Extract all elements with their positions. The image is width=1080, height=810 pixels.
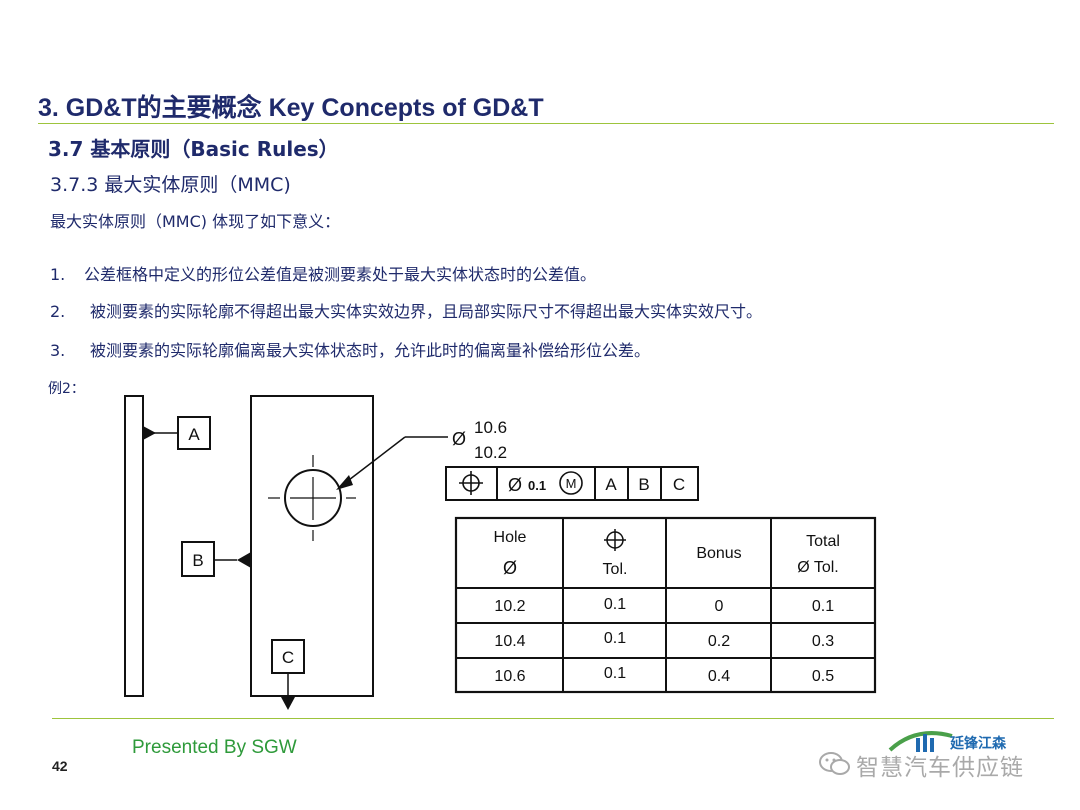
watermark-text: 智慧汽车供应链	[856, 755, 1024, 781]
table-cell: 0.3	[812, 633, 834, 650]
fcf-tolerance-value: 0.1	[528, 478, 546, 493]
table-row: 10.6 0.1 0.4 0.5	[494, 665, 834, 685]
datum-a-plate	[124, 395, 144, 697]
table-row: 10.2 0.1 0 0.1	[494, 596, 834, 615]
fcf-datum-ref-c: C	[673, 475, 685, 494]
table-row: 10.4 0.1 0.2 0.3	[494, 630, 834, 650]
header-tol: Tol.	[603, 561, 628, 578]
table-cell: 0.2	[708, 633, 730, 650]
hole-centerlines	[268, 455, 356, 541]
presented-by: Presented By SGW	[132, 737, 297, 758]
section-heading: 3.7.3 最大实体原则（MMC)	[50, 174, 291, 196]
table-cell: 10.6	[494, 668, 525, 685]
leader-arrow	[336, 475, 353, 490]
mmc-modifier-label: M	[566, 476, 577, 491]
table-cell: 10.2	[494, 598, 525, 615]
dim-diameter-symbol: Ø	[452, 429, 466, 449]
example-label: 例2：	[48, 381, 85, 397]
feature-control-frame: Ø 0.1 M A B C	[445, 466, 699, 501]
slide-title: 3. GD&T的主要概念 Key Concepts of GD&T	[38, 94, 544, 122]
footer-divider	[52, 718, 1054, 719]
list-item: 2. 被测要素的实际轮廓不得超出最大实体实效边界，且局部实际尺寸不得超出最大实体实…	[50, 298, 762, 322]
datum-c-box	[271, 639, 305, 674]
wechat-icon	[819, 752, 850, 775]
datum-c-label: C	[282, 648, 294, 667]
position-icon	[604, 529, 626, 551]
list-item-text: 公差框格中定义的形位公差值是被测要素处于最大实体状态时的公差值。	[84, 265, 597, 284]
list-item-number: 3.	[50, 341, 66, 360]
page-number: 42	[52, 758, 68, 774]
header-hole: Hole	[494, 529, 527, 546]
list-item: 1. 公差框格中定义的形位公差值是被测要素处于最大实体状态时的公差值。	[50, 261, 596, 285]
table-cell: 0.1	[812, 598, 834, 615]
header-bonus: Bonus	[696, 545, 741, 562]
table-cell: 0.1	[604, 665, 626, 682]
list-item-text: 被测要素的实际轮廓偏离最大实体状态时，允许此时的偏离量补偿给形位公差。	[90, 341, 651, 360]
table-cell: 0.1	[604, 630, 626, 647]
datum-b-triangle	[237, 552, 251, 568]
list-item-number: 1.	[50, 265, 66, 284]
mmc-modifier-circle	[559, 471, 583, 495]
position-icon	[459, 471, 483, 495]
part-outline	[250, 395, 374, 697]
datum-a-box	[177, 416, 211, 450]
list-item-number: 2.	[50, 302, 66, 321]
company-logo-icon	[888, 731, 953, 752]
title-divider	[38, 123, 1054, 124]
list-item-text: 被测要素的实际轮廓不得超出最大实体实效边界，且局部实际尺寸不得超出最大实体实效尺…	[90, 302, 763, 321]
dim-lower-limit: 10.2	[474, 443, 507, 462]
datum-a-triangle	[143, 426, 156, 440]
table-cell: 0.4	[708, 668, 730, 685]
dim-upper-limit: 10.6	[474, 418, 507, 437]
table-cell: 0.1	[604, 596, 626, 613]
datum-b-label: B	[192, 551, 203, 570]
datum-b-box	[181, 541, 215, 577]
table-cell: 0	[715, 598, 724, 615]
fcf-datum-ref-b: B	[638, 475, 649, 494]
company-logo-text: 延锋江森	[950, 736, 1006, 752]
table-cell: 0.5	[812, 668, 834, 685]
list-item: 3. 被测要素的实际轮廓偏离最大实体状态时，允许此时的偏离量补偿给形位公差。	[50, 337, 650, 361]
header-total: Total	[806, 533, 840, 550]
datum-a-label: A	[188, 425, 200, 444]
fcf-diameter-symbol: Ø	[508, 475, 522, 495]
slide-subtitle: 3.7 基本原则（Basic Rules）	[48, 137, 339, 161]
intro-text: 最大实体原则（MMC) 体现了如下意义：	[50, 212, 341, 231]
header-total-diameter-tol: Ø Tol.	[797, 559, 839, 576]
table-cell: 10.4	[494, 633, 525, 650]
fcf-datum-ref-a: A	[605, 475, 617, 494]
hole-circle	[284, 469, 342, 527]
header-hole-diameter: Ø	[503, 558, 517, 578]
tolerance-table: Hole Ø Tol. Bonus Total Ø Tol. 10.2 0.1 …	[454, 516, 877, 694]
